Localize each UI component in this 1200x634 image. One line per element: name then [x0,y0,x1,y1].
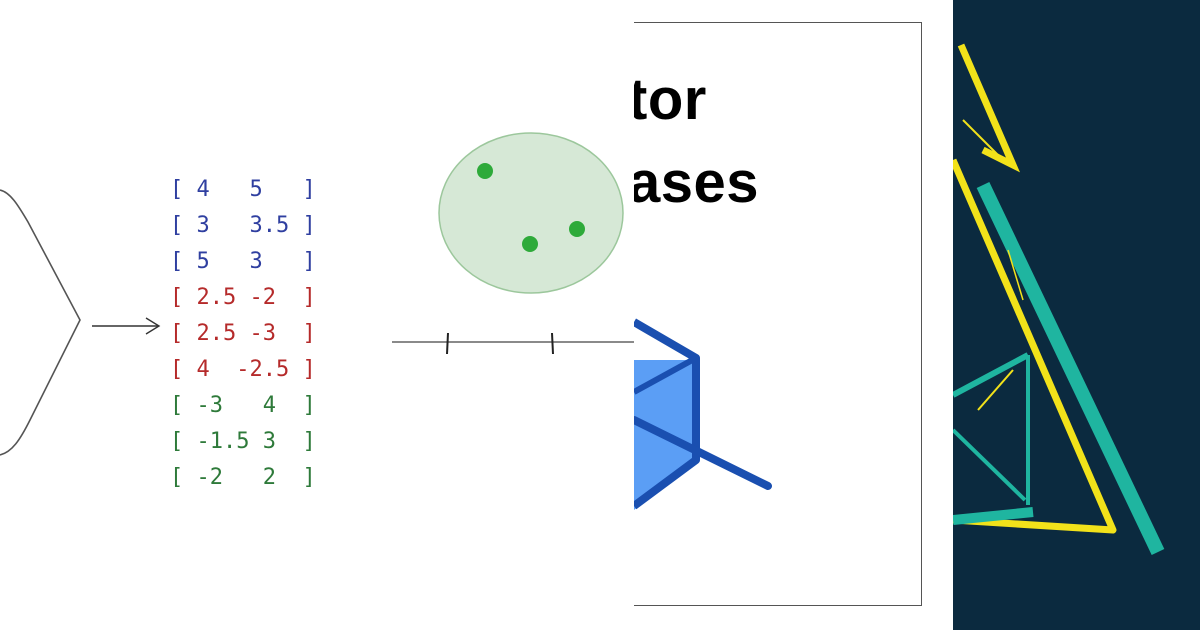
cluster-dot [522,236,538,252]
vector-row: [ 2.5 -3 ] [170,321,316,346]
chevron-shape [0,189,81,456]
title-line-1: tor [634,67,707,132]
title-line-2: ases [634,150,760,215]
abstract-art [953,43,1165,556]
vector-row: [ 5 3 ] [170,249,316,274]
vector-row: [ 3 3.5 ] [170,213,316,238]
cluster-dot [477,163,493,179]
vector-row: [ -3 4 ] [170,393,316,418]
cluster-circle [438,132,624,294]
vector-row: [ -2 2 ] [170,465,316,490]
abstract-art-panel [953,0,1200,630]
sketch-drawing: [ 4 5 ] [ 3 3.5 ] [ 5 3 ] [ 2.5 -2 ] [ 2.5 -… [0,132,634,490]
axis-tick [551,332,554,355]
vector-row: [ 4 5 ] [170,177,316,202]
axis-tick [446,332,449,355]
vector-row: [ 4 -2.5 ] [170,357,316,382]
title-card: tor ases [634,0,953,630]
vector-row: [ -1.5 3 ] [170,429,316,454]
cube-icon [634,318,772,510]
sketch-panel: [ 4 5 ] [ 3 3.5 ] [ 5 3 ] [ 2.5 -2 ] [ 2.5 -… [0,132,634,490]
vector-list: [ 4 5 ] [ 3 3.5 ] [ 5 3 ] [ 2.5 -2 ] [ 2.5 -… [170,177,316,490]
card-frame [634,22,922,606]
arrow-head-icon [145,317,161,335]
cluster-dot [569,221,585,237]
vector-row: [ 2.5 -2 ] [170,285,316,310]
